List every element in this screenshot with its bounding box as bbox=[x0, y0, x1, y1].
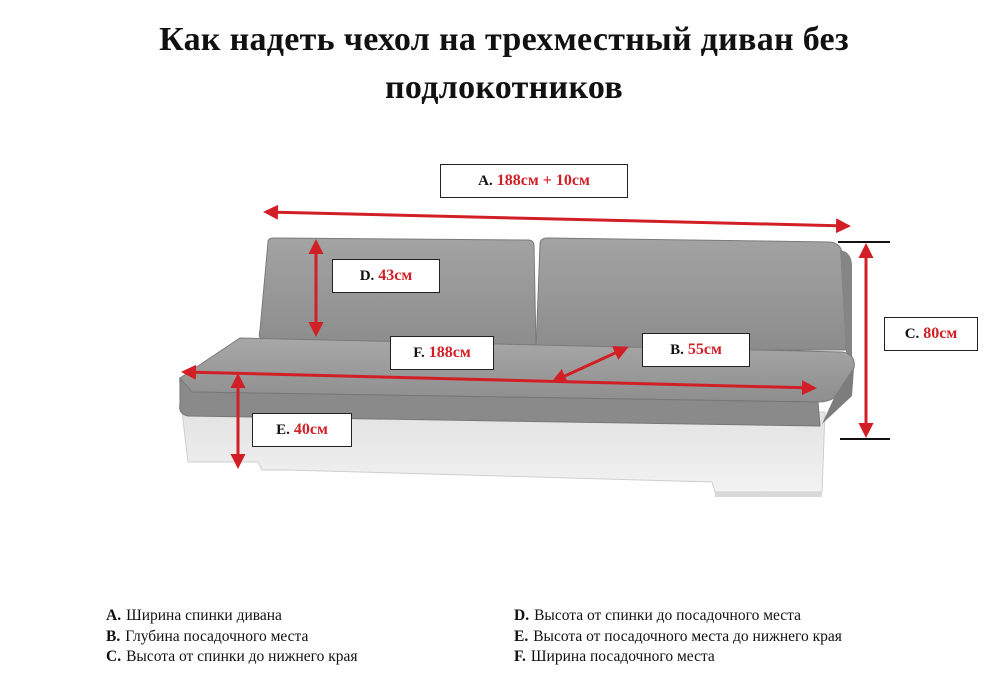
dimension-line-b bbox=[551, 346, 629, 383]
legend-text: Ширина посадочного места bbox=[530, 648, 715, 665]
label-c-value: 80см bbox=[923, 325, 958, 342]
label-a-value: 188см + 10см bbox=[496, 172, 590, 189]
label-c-letter: C. bbox=[904, 325, 920, 342]
legend-item-c: C.Высота от спинки до нижнего края bbox=[106, 647, 358, 668]
title-line-2: подлокотников bbox=[384, 69, 623, 106]
label-b: B.55см bbox=[642, 333, 750, 367]
legend-left: A.Ширина спинки дивана B.Глубина посадоч… bbox=[106, 606, 358, 668]
legend-item-b: B.Глубина посадочного места bbox=[106, 627, 358, 648]
label-f: F.188см bbox=[390, 336, 494, 370]
legend-item-d: D.Высота от спинки до посадочного места bbox=[514, 606, 842, 627]
label-b-letter: B. bbox=[670, 341, 684, 358]
legend-text: Глубина посадочного места bbox=[125, 627, 309, 645]
label-d-letter: D. bbox=[359, 267, 375, 284]
label-c: C.80см bbox=[884, 317, 978, 351]
label-f-letter: F. bbox=[413, 344, 425, 361]
dimension-line-a bbox=[263, 204, 851, 234]
label-d-value: 43см bbox=[378, 267, 413, 284]
legend-letter: F. bbox=[514, 648, 526, 665]
legend-letter: B. bbox=[106, 627, 121, 645]
back-cushion-right bbox=[535, 237, 852, 362]
title-line-1: Как надеть чехол на трехместный диван бе… bbox=[159, 21, 849, 58]
label-e: E.40см bbox=[252, 413, 352, 447]
legend-text: Ширина спинки дивана bbox=[126, 607, 282, 624]
back-cushion-left bbox=[258, 237, 537, 349]
label-a: A.188см + 10см bbox=[440, 164, 628, 198]
legend-text: Высота от спинки до нижнего края bbox=[126, 648, 358, 665]
legend-letter: E. bbox=[514, 627, 529, 645]
legend-letter: D. bbox=[514, 607, 530, 624]
label-e-letter: E. bbox=[276, 421, 290, 438]
label-a-letter: A. bbox=[478, 172, 493, 189]
dimension-line-c bbox=[838, 241, 890, 440]
label-b-value: 55см bbox=[687, 341, 722, 358]
legend-item-f: F.Ширина посадочного места bbox=[514, 647, 842, 668]
legend-letter: A. bbox=[106, 607, 122, 624]
legend-text: Высота от спинки до посадочного места bbox=[534, 607, 801, 624]
label-f-value: 188см bbox=[428, 344, 471, 361]
label-e-value: 40см bbox=[293, 421, 328, 438]
legend-text: Высота от посадочного места до нижнего к… bbox=[533, 627, 842, 645]
legend-letter: C. bbox=[106, 648, 122, 665]
legend-item-e: E.Высота от посадочного места до нижнего… bbox=[514, 627, 842, 648]
legend-right: D.Высота от спинки до посадочного места … bbox=[514, 606, 842, 668]
legend-item-a: A.Ширина спинки дивана bbox=[106, 606, 358, 627]
dimension-line-f bbox=[181, 364, 817, 396]
label-d: D.43см bbox=[332, 259, 440, 293]
